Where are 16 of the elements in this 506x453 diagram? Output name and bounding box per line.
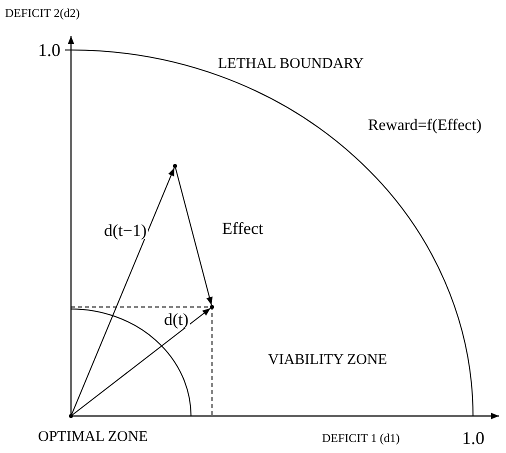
vector-arrow (175, 167, 213, 306)
vector-point (69, 414, 73, 418)
tick-label: 1.0 (38, 41, 60, 59)
edge-label: d(t−1) (103, 222, 148, 239)
region-label: OPTIMAL ZONE (38, 430, 148, 445)
edge-label: Effect (221, 220, 264, 237)
vector-arrow (71, 167, 175, 415)
vector-point (210, 305, 214, 309)
vector-point (173, 164, 177, 168)
region-label: LETHAL BOUNDARY (218, 57, 364, 72)
tick-label: 1.0 (462, 429, 484, 447)
axis-label: DEFICIT 1 (d1) (322, 432, 400, 444)
formula-label: Reward=f(Effect) (368, 118, 482, 134)
region-label: VIABILITY ZONE (268, 353, 387, 368)
axis-label: DEFICIT 2(d2) (5, 7, 80, 19)
edge-label: d(t) (163, 311, 190, 328)
